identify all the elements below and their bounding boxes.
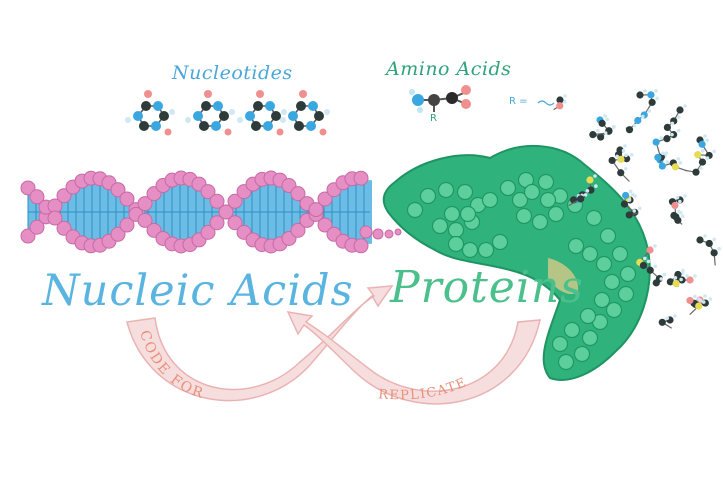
- nucleic-acids-label: Nucleic Acids: [42, 266, 354, 316]
- amino-acid-molecule: R: [409, 85, 471, 124]
- amino-r-label: R: [430, 113, 437, 124]
- proteins-label: Proteins: [390, 262, 584, 313]
- amino-acids-label: Amino Acids: [386, 58, 511, 80]
- r-group-label: R =: [509, 96, 528, 107]
- nucleotide-molecules: [125, 90, 330, 136]
- dna-double-helix: [21, 171, 401, 253]
- nucleotides-label: Nucleotides: [172, 62, 293, 84]
